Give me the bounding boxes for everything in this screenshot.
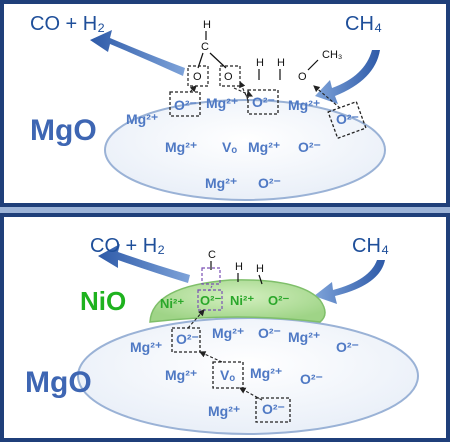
bottom-reactant-arrow: [314, 260, 385, 304]
bottom-product-label: CO + H₂: [90, 235, 165, 257]
bottom-ion-r3-1: O²⁻: [262, 401, 285, 417]
top-panel: CO + H₂ CH₄ MgO H C O O H H CH₃ O: [0, 0, 450, 207]
top-ads-c: C: [201, 41, 209, 53]
bottom-ion-r1-0: Mg²⁺: [130, 339, 162, 355]
top-ads-h3: H: [277, 57, 285, 69]
bottom-ion-layer: Mg²⁺ O²⁻ Mg²⁺ O²⁻ Mg²⁺ O²⁻ Mg²⁺ Vₒ Mg²⁺ …: [130, 325, 359, 419]
bottom-nio-layer: [149, 279, 326, 323]
top-ads-h: H: [203, 19, 211, 31]
top-ion-r1-1: O²⁻: [174, 97, 197, 113]
bottom-ion-r2-2: Mg²⁺: [250, 365, 282, 381]
bottom-nio-label: NiO: [80, 286, 126, 316]
top-box-o2: [247, 89, 279, 115]
bottom-nio-ion-0: Ni²⁺: [160, 296, 184, 311]
bottom-nio-ion-1: O²⁻: [200, 293, 221, 308]
bottom-ion-r2-1: Vₒ: [220, 367, 235, 383]
top-ads-o1: O: [193, 71, 202, 83]
top-mgo-ellipse: [104, 99, 386, 201]
bottom-product-arrow: [98, 244, 190, 283]
top-ion-r2-0: Mg²⁺: [165, 139, 197, 155]
bottom-box-o2: [255, 397, 291, 423]
bottom-nio-ion-2: Ni²⁺: [230, 293, 254, 308]
top-reactant-label: CH₄: [345, 13, 382, 35]
top-ads-h2: H: [256, 57, 264, 69]
bottom-mgo-ellipse: [77, 317, 419, 435]
bottom-ads-c: C: [208, 249, 216, 261]
bottom-ion-r1-4: Mg²⁺: [288, 329, 320, 345]
top-ion-r1-0: Mg²⁺: [126, 111, 158, 127]
top-ion-r1-3: O²⁻: [252, 94, 275, 110]
top-ads-o2: O: [224, 71, 233, 83]
bottom-box-nio-o: [197, 289, 223, 311]
top-ion-r3-0: Mg²⁺: [205, 175, 237, 191]
top-ads-ch3: CH₃: [322, 49, 342, 61]
bottom-box-vo: [212, 361, 244, 389]
top-product-arrow: [90, 30, 185, 76]
bottom-reactant-label: CH₄: [352, 235, 389, 257]
top-product-label: CO + H₂: [30, 13, 105, 35]
bottom-ion-r1-5: O²⁻: [336, 339, 359, 355]
top-ion-r1-2: Mg²⁺: [206, 95, 238, 111]
panel-divider: [0, 207, 450, 213]
bottom-ion-r2-0: Mg²⁺: [165, 367, 197, 383]
bottom-nio-ions: Ni²⁺ O²⁻ Ni²⁺ O²⁻: [160, 293, 289, 311]
bottom-ads-h1: H: [235, 261, 243, 273]
bottom-mgo-label: MgO: [25, 366, 92, 399]
top-ion-r1-4: Mg²⁺: [288, 97, 320, 113]
top-ion-r1-5: O²⁻: [336, 111, 359, 127]
bottom-ion-r3-0: Mg²⁺: [208, 403, 240, 419]
top-adsorbate: H C O O H H CH₃ O: [187, 19, 342, 87]
top-ion-layer: Mg²⁺ O²⁻ Mg²⁺ O²⁻ Mg²⁺ O²⁻ Mg²⁺ Vₒ Mg²⁺ …: [126, 94, 359, 191]
bottom-box-adsorbed-o: [201, 267, 221, 285]
top-reactant-arrow: [315, 50, 380, 104]
top-mgo-label: MgO: [30, 114, 97, 147]
bottom-box-o1: [171, 327, 201, 353]
top-ion-r2-3: O²⁻: [298, 139, 321, 155]
top-box-o1: [169, 91, 201, 117]
top-ion-r2-1: Vₒ: [222, 139, 237, 155]
bottom-adsorbate: C H H: [201, 249, 264, 285]
bottom-ads-h2: H: [256, 263, 264, 275]
top-ion-r3-1: O²⁻: [258, 175, 281, 191]
bottom-panel: CO + H₂ CH₄ NiO MgO C H H Ni²⁺ O²⁻ Ni²⁺ …: [0, 213, 450, 442]
top-box-o3: [327, 100, 367, 140]
bottom-ion-r1-1: O²⁻: [176, 331, 199, 347]
bottom-ion-r2-3: O²⁻: [300, 371, 323, 387]
top-ads-o3: O: [298, 71, 307, 83]
bottom-ion-r1-2: Mg²⁺: [212, 325, 244, 341]
bottom-nio-ion-3: O²⁻: [268, 293, 289, 308]
bottom-ion-r1-3: O²⁻: [258, 325, 281, 341]
top-ion-r2-2: Mg²⁺: [248, 139, 280, 155]
